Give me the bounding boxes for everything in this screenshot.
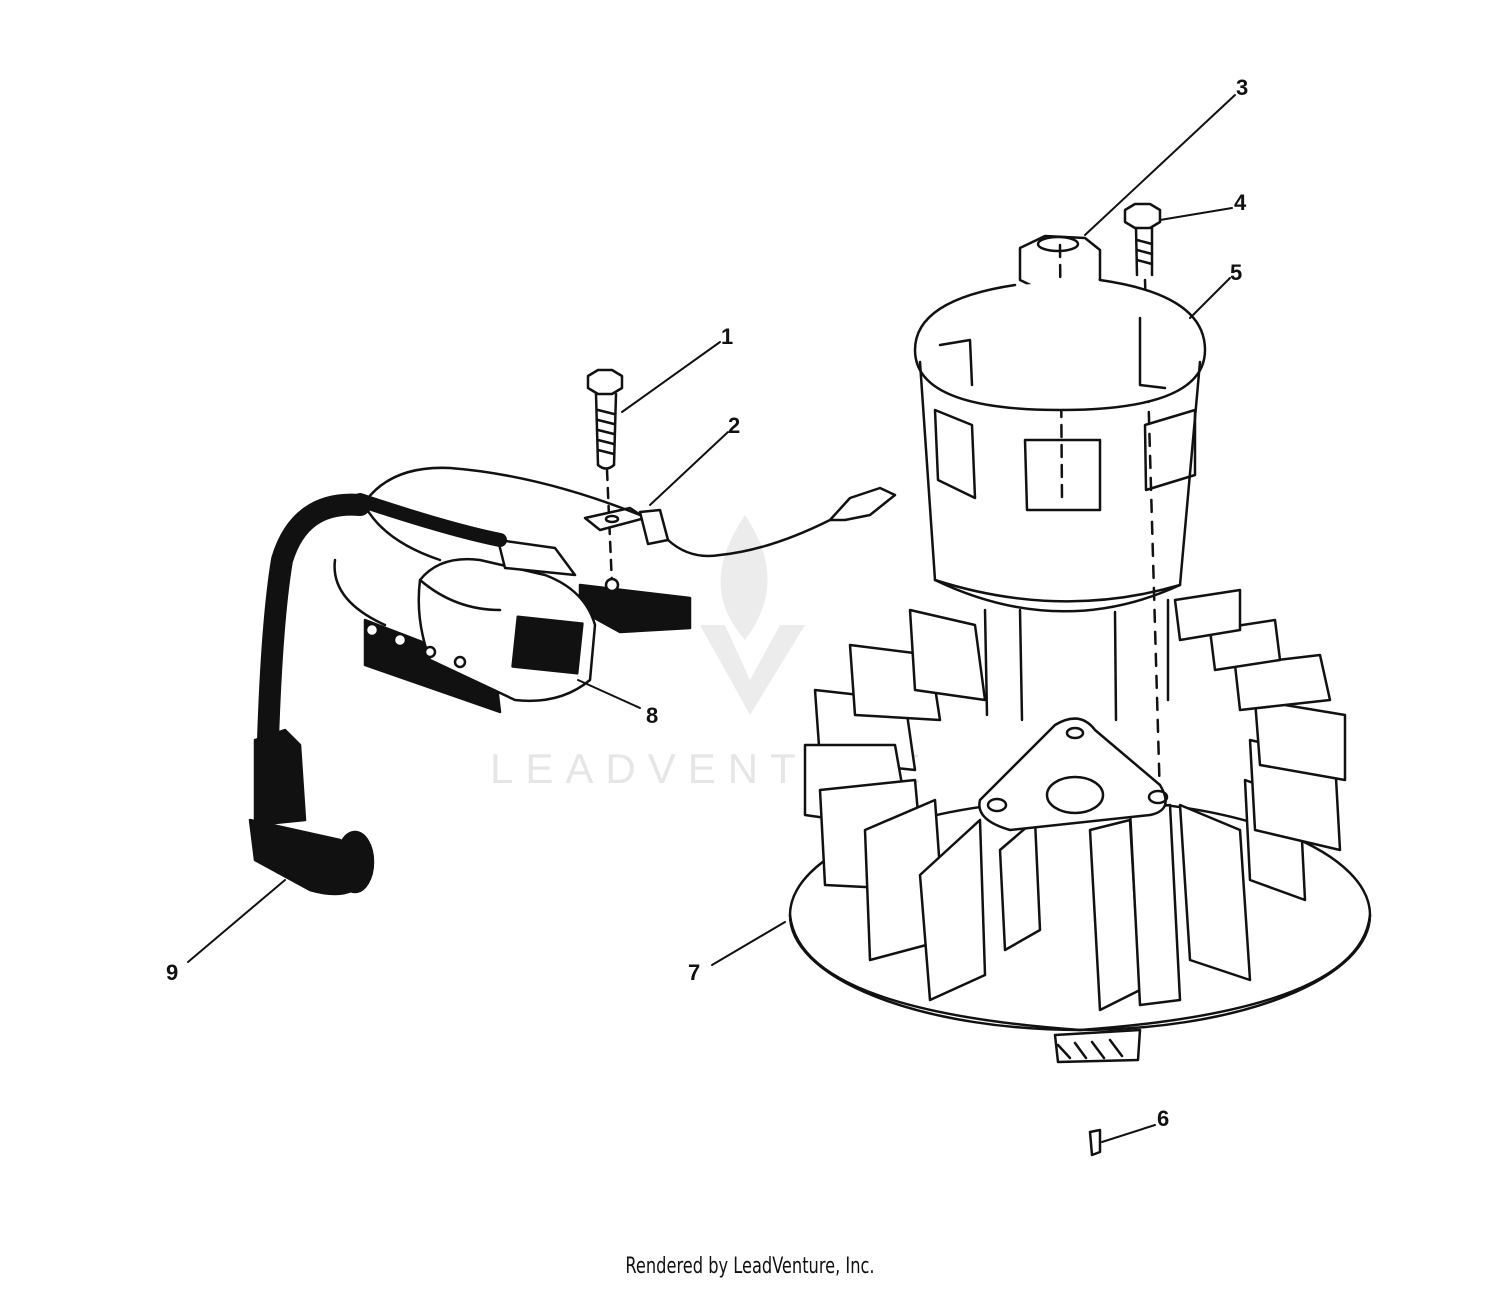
spark-plug-boot-icon (248, 493, 375, 896)
bolt-icon (586, 368, 624, 587)
ignition-coil-icon (363, 538, 692, 714)
callout-2: 2 (728, 413, 741, 438)
ground-bracket-icon (583, 486, 897, 558)
footer-credit: Rendered by LeadVenture, Inc. (625, 1254, 875, 1279)
leader-lines (187, 94, 1236, 1143)
callout-7: 7 (688, 960, 701, 985)
callout-3: 3 (1236, 75, 1249, 100)
callout-8: 8 (646, 703, 659, 728)
callout-9: 9 (166, 960, 179, 985)
key-icon (1088, 1128, 1102, 1157)
callout-6: 6 (1157, 1106, 1170, 1131)
callout-1: 1 (721, 324, 734, 349)
screw-icon (1123, 202, 1162, 802)
callout-5: 5 (1230, 260, 1243, 285)
flywheel-icon (788, 588, 1372, 1064)
coil-wires (333, 466, 642, 627)
callout-4: 4 (1234, 190, 1247, 215)
starter-cup-icon (913, 278, 1207, 613)
